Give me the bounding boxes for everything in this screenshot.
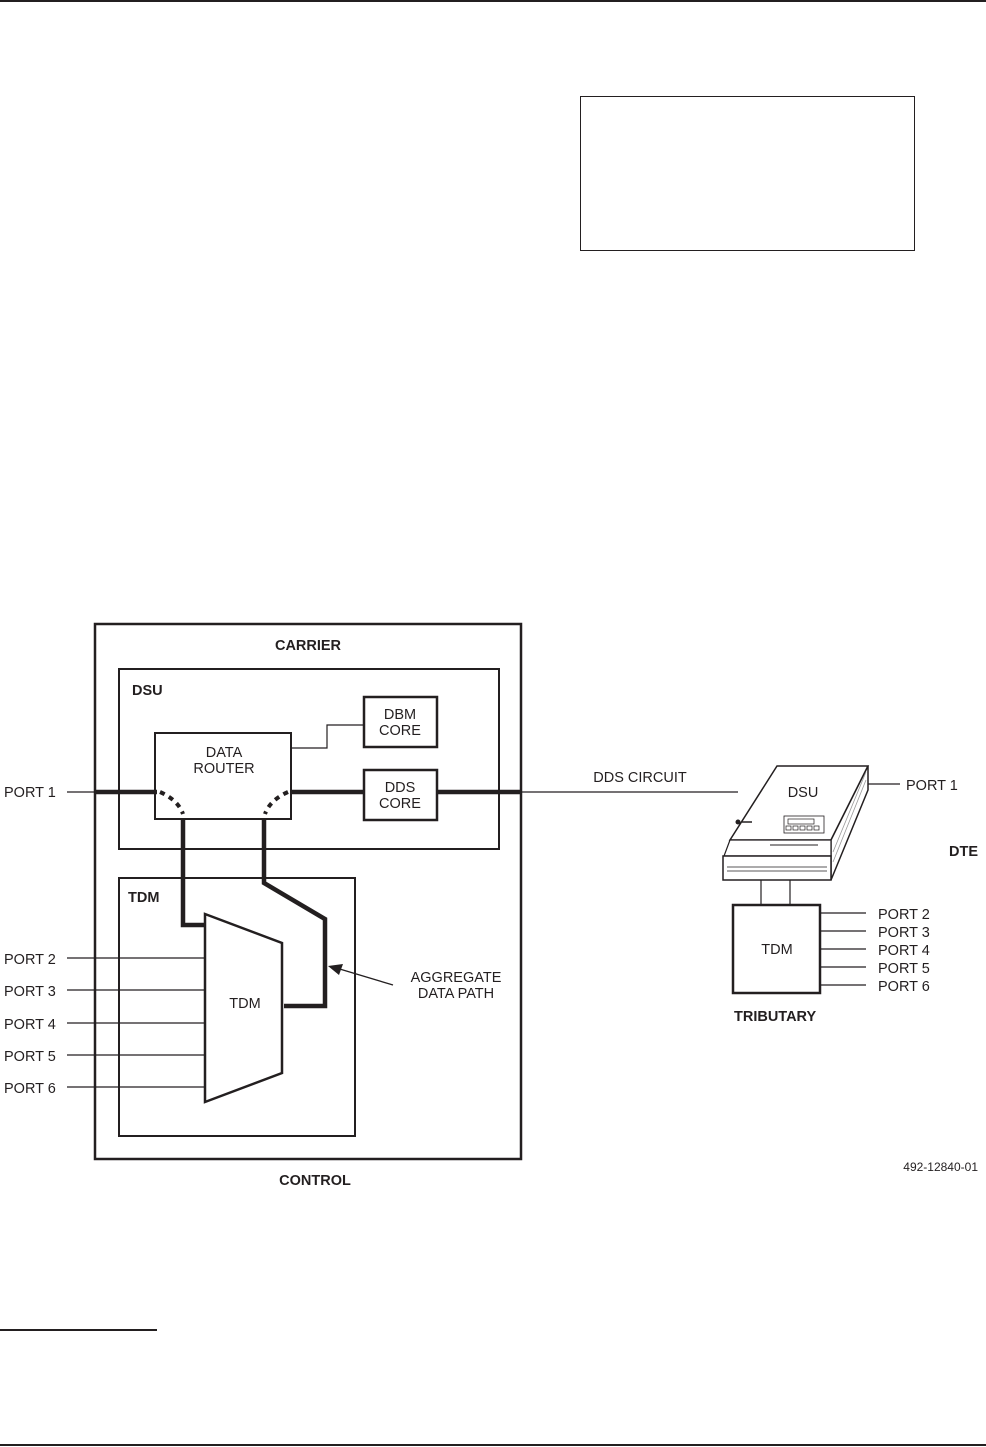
footer-rule	[0, 1444, 986, 1446]
dds-circuit-label: DDS CIRCUIT	[593, 770, 687, 786]
dsu-base	[722, 855, 832, 881]
data-router-box	[154, 732, 292, 820]
tdm-mux-label: TDM	[229, 996, 260, 1012]
aggregate-data-path	[261, 819, 328, 1009]
figure-id: 492-12840-01	[903, 1160, 978, 1174]
dsu-box	[118, 668, 500, 850]
carrier-box	[93, 622, 523, 1161]
tdm-mux	[203, 912, 284, 1104]
dbm-core-label-1: DBM	[384, 707, 416, 723]
dbm-connector	[291, 724, 364, 749]
dds-core-label-1: DDS	[385, 780, 416, 796]
carrier-title: CARRIER	[275, 638, 342, 654]
carrier-port-label: PORT 3	[4, 984, 56, 1000]
dsu-front-panel	[723, 839, 832, 857]
tributary-port-label: PORT 5	[878, 961, 930, 977]
power-led-icon	[735, 819, 741, 825]
tributary-port1-label: PORT 1	[906, 778, 958, 794]
data-router-label-1: DATA	[206, 745, 243, 761]
empty-callout-box	[580, 96, 915, 251]
carrier-port1-label: PORT 1	[4, 785, 56, 801]
header-rule	[0, 0, 986, 2]
carrier-port-label: PORT 6	[4, 1081, 56, 1097]
dds-core-label-2: CORE	[379, 796, 421, 812]
dbm-core-label-2: CORE	[379, 723, 421, 739]
tributary-port-label: PORT 4	[878, 943, 930, 959]
annotation-arrowhead-icon	[328, 964, 343, 975]
aggregate-label-1: AGGREGATE	[411, 970, 502, 986]
data-router-label-2: ROUTER	[193, 761, 254, 777]
tdm-input-path	[180, 819, 205, 928]
footnote-rule	[0, 1329, 157, 1331]
tributary-tdm-box	[731, 903, 822, 995]
control-label: CONTROL	[279, 1173, 351, 1189]
annotation-arrow-line	[332, 966, 394, 986]
dsu-title: DSU	[132, 683, 163, 699]
carrier-port-label: PORT 2	[4, 952, 56, 968]
tributary-port-label: PORT 3	[878, 925, 930, 941]
dbm-core-box	[362, 695, 439, 749]
carrier-tdm-ports: PORT 2 PORT 3 PORT 4 PORT 5 PORT 6	[4, 952, 205, 1097]
tributary-title: TRIBUTARY	[734, 1009, 816, 1025]
tributary-dsu-device: DSU	[722, 765, 870, 881]
dds-core-box	[362, 768, 439, 822]
tributary-port-label: PORT 6	[878, 979, 930, 995]
tributary-tdm-label: TDM	[761, 942, 792, 958]
aggregate-label-2: DATA PATH	[418, 986, 494, 1002]
tdm-box	[118, 877, 356, 1137]
tributary-port-label: PORT 2	[878, 907, 930, 923]
carrier-port-label: PORT 5	[4, 1049, 56, 1065]
dte-label: DTE	[949, 844, 978, 860]
router-switch-left	[159, 790, 185, 815]
router-switch-right	[263, 790, 289, 815]
tdm-title: TDM	[128, 890, 159, 906]
front-display	[783, 815, 825, 834]
tributary-ports: PORT 2 PORT 3 PORT 4 PORT 5 PORT 6	[820, 907, 930, 995]
carrier-port-label: PORT 4	[4, 1017, 56, 1033]
tributary-dsu-label: DSU	[788, 785, 819, 801]
